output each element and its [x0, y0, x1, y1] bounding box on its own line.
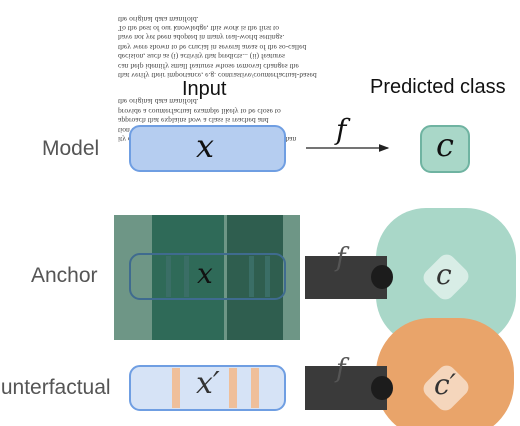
model-function-symbol: f	[336, 113, 347, 146]
model-input-box	[129, 125, 286, 172]
anchor-arrow-tip	[371, 265, 393, 289]
predicted-class-header: Predicted class	[370, 76, 506, 98]
counterfactual-arrow-tip	[371, 376, 393, 400]
anchor-stripe	[265, 256, 270, 297]
counterfactual-class-symbol: c′	[434, 368, 457, 401]
anchor-mask-dark-right	[227, 215, 283, 340]
counterfactual-input-symbol: x′	[196, 366, 220, 401]
counterfactual-function-symbol: f	[336, 354, 346, 384]
counterfactual-stripe	[251, 368, 259, 408]
counterfactual-stripe	[172, 368, 180, 408]
model-class-symbol: c	[436, 126, 454, 164]
counterfactual-input-box	[129, 365, 286, 411]
anchor-class-badge	[423, 254, 469, 300]
anchor-function-symbol: f	[336, 243, 346, 273]
counterfactual-class-badge	[423, 365, 469, 411]
anchor-stripe	[184, 256, 189, 297]
anchor-stripe	[166, 256, 171, 297]
row-label-model: Model	[42, 137, 100, 160]
counterfactual-stripe	[229, 368, 237, 408]
row-label-counterfactual: Counterfactual	[0, 376, 111, 399]
model-input-symbol: x	[196, 127, 215, 165]
anchor-stripe	[249, 256, 254, 297]
anchor-input-symbol: x	[197, 257, 213, 290]
model-class-box	[420, 125, 470, 173]
input-header: Input	[182, 78, 227, 100]
anchor-class-symbol: c	[436, 258, 452, 291]
row-label-anchor: Anchor	[31, 264, 98, 287]
anchor-input-box	[129, 253, 286, 300]
